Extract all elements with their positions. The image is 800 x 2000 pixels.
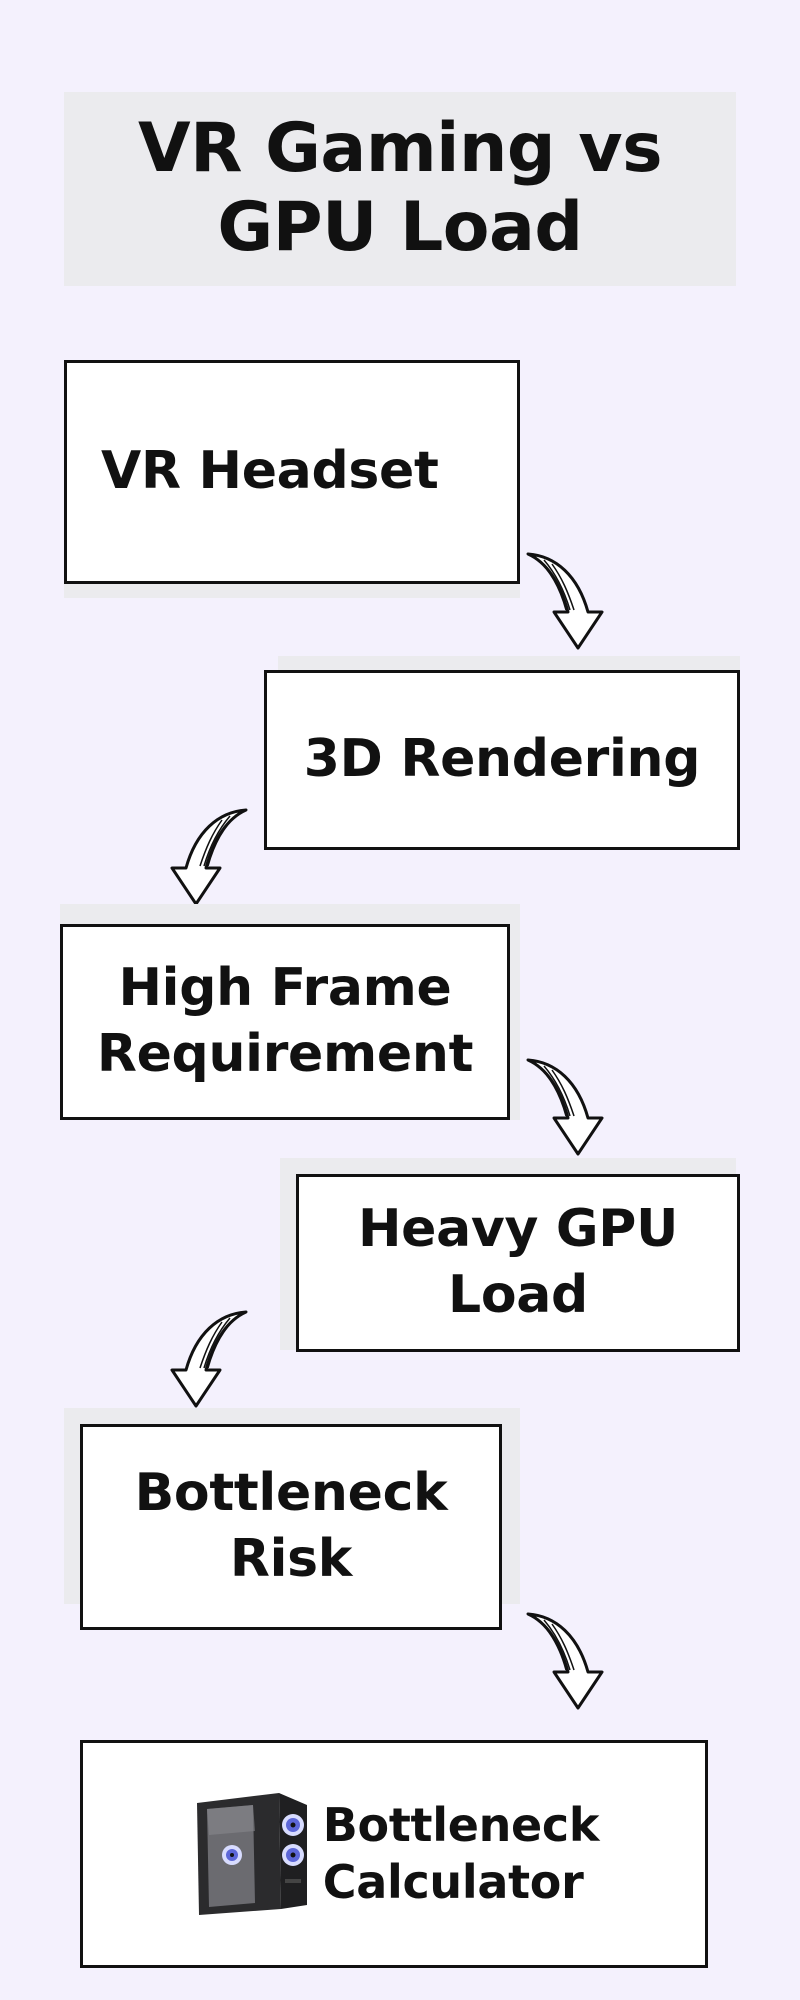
title-band: VR Gaming vs GPU Load bbox=[64, 92, 736, 286]
logo-box: Bottleneck Calculator bbox=[80, 1740, 708, 1968]
bottleneck-calculator-logo: Bottleneck Calculator bbox=[189, 1791, 600, 1917]
step-3d-rendering: 3D Rendering bbox=[264, 670, 740, 850]
pc-case-icon bbox=[196, 1793, 307, 1915]
arrow-down-right-1 bbox=[526, 552, 604, 650]
logo-line-2: Calculator bbox=[322, 1855, 584, 1909]
arrow-down-left-2 bbox=[170, 1310, 248, 1408]
arrow-down-left-1 bbox=[170, 808, 248, 906]
step-3d-rendering-label: 3D Rendering bbox=[303, 729, 701, 790]
step-vr-headset: VR Headset bbox=[64, 360, 520, 584]
step-heavy-gpu: Heavy GPU Load bbox=[296, 1174, 740, 1352]
step-bottleneck-risk-label: Bottleneck Risk bbox=[134, 1463, 448, 1589]
step-high-frame: High Frame Requirement bbox=[60, 924, 510, 1120]
arrow-down-right-3 bbox=[526, 1612, 604, 1710]
logo-wordmark: Bottleneck Calculator bbox=[322, 1797, 600, 1911]
step-bottleneck-risk: Bottleneck Risk bbox=[80, 1424, 502, 1630]
step-vr-headset-label: VR Headset bbox=[101, 441, 439, 502]
step-high-frame-label: High Frame Requirement bbox=[96, 958, 474, 1084]
step-heavy-gpu-label: Heavy GPU Load bbox=[357, 1199, 679, 1325]
logo-line-1: Bottleneck bbox=[322, 1797, 600, 1852]
page-title: VR Gaming vs GPU Load bbox=[137, 109, 663, 267]
arrow-down-right-2 bbox=[526, 1058, 604, 1156]
